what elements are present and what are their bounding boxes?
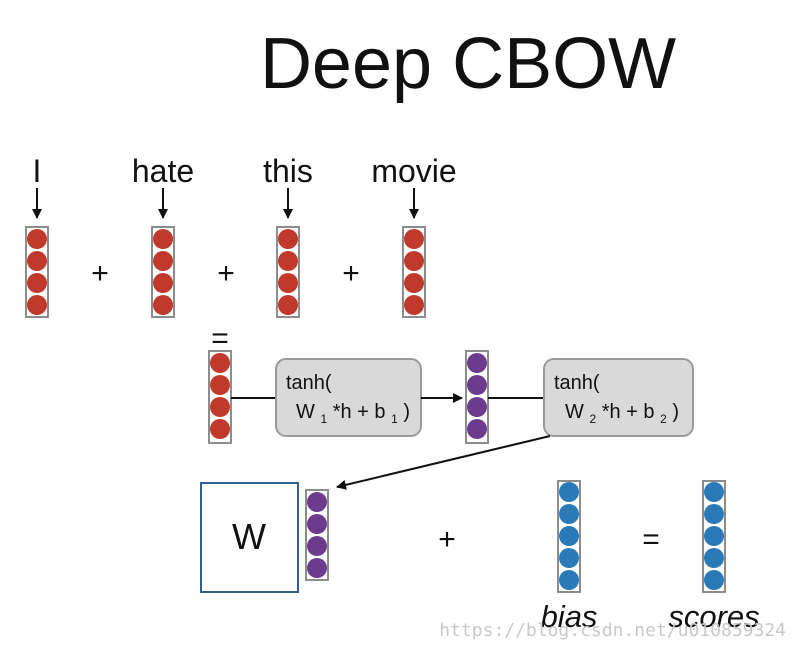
hidden-cell <box>467 375 487 395</box>
scores-cell <box>704 526 724 546</box>
embedding-cell <box>404 229 424 249</box>
hidden-cell <box>467 419 487 439</box>
embedding-cell <box>153 295 173 315</box>
hidden-cell <box>467 397 487 417</box>
final-hidden-cell <box>307 492 327 512</box>
connector-layer2-to-final-hidden <box>336 435 551 490</box>
scores-label: scores <box>668 599 759 634</box>
embedding-cell <box>278 295 298 315</box>
final-hidden-vector <box>305 489 329 581</box>
final-hidden-cell <box>307 558 327 578</box>
output-weight-matrix: W <box>200 482 299 593</box>
scores-cell <box>704 548 724 568</box>
embedding-cell <box>153 229 173 249</box>
final-hidden-cell <box>307 514 327 534</box>
diagram-title: Deep CBOW <box>260 24 676 104</box>
word-label-i: I <box>33 153 42 189</box>
sum-embedding-cell <box>210 397 230 417</box>
embedding-vector-movie <box>402 226 426 318</box>
bias-cell <box>559 526 579 546</box>
embedding-cell <box>27 251 47 271</box>
embedding-cell <box>404 273 424 293</box>
plus-operator: + <box>217 257 235 290</box>
bias-cell <box>559 570 579 590</box>
embedding-cell <box>404 295 424 315</box>
final-hidden-cell <box>307 536 327 556</box>
hidden-cell <box>467 353 487 373</box>
plus-operator-bias: + <box>438 523 456 556</box>
scores-cell <box>704 504 724 524</box>
scores-cell <box>704 482 724 502</box>
embedding-cell <box>27 295 47 315</box>
embedding-vector-this <box>276 226 300 318</box>
tanh-layer-2-line1: tanh( <box>554 372 600 394</box>
sum-embedding-vector <box>208 350 232 444</box>
tanh-layer-2-line2: W 2 *h + b 2 ) <box>565 401 679 428</box>
tanh-layer-2: tanh( W 2 *h + b 2 ) <box>543 358 694 437</box>
bias-cell <box>559 482 579 502</box>
tanh-layer-1: tanh( W 1 *h + b 1 ) <box>275 358 422 437</box>
scores-cell <box>704 570 724 590</box>
sum-embedding-cell <box>210 375 230 395</box>
sum-embedding-cell <box>210 353 230 373</box>
embedding-vector-hate <box>151 226 175 318</box>
bias-cell <box>559 504 579 524</box>
plus-operator: + <box>342 257 360 290</box>
plus-operator: + <box>91 257 109 290</box>
tanh-layer-1-line1: tanh( <box>286 372 332 394</box>
scores-vector <box>702 480 726 593</box>
output-weight-matrix-label: W <box>232 516 266 557</box>
equals-operator-scores: = <box>642 523 660 556</box>
equals-operator: = <box>211 322 229 355</box>
embedding-cell <box>404 251 424 271</box>
embedding-cell <box>27 229 47 249</box>
embedding-cell <box>153 251 173 271</box>
watermark-url: https://blog.csdn.net/u010859324 <box>439 620 786 641</box>
word-arrows <box>32 188 419 219</box>
embedding-cell <box>278 251 298 271</box>
word-label-this: this <box>263 153 313 189</box>
embedding-cell <box>153 273 173 293</box>
embedding-vector-i <box>25 226 49 318</box>
embedding-cell <box>278 229 298 249</box>
embedding-cell <box>27 273 47 293</box>
word-label-hate: hate <box>132 153 194 189</box>
bias-label: bias <box>541 599 598 634</box>
tanh-layer-1-line2: W 1 *h + b 1 ) <box>296 401 410 428</box>
bias-vector <box>557 480 581 593</box>
hidden-vector-1 <box>465 350 489 444</box>
word-label-movie: movie <box>371 153 456 189</box>
embedding-cell <box>278 273 298 293</box>
sum-embedding-cell <box>210 419 230 439</box>
bias-cell <box>559 548 579 568</box>
